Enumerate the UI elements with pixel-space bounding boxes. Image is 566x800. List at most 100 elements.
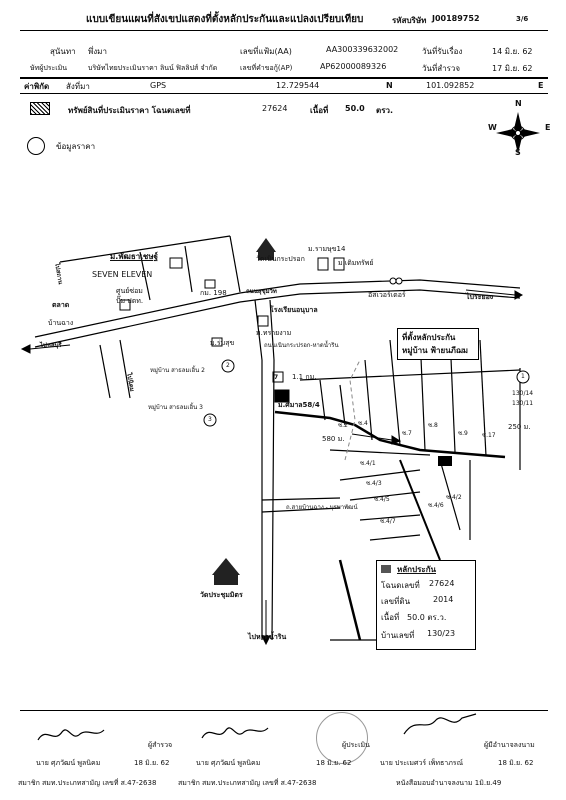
label-service-center: ศูนย์ซ่อม bbox=[116, 287, 143, 295]
collateral-legend: หลักประกัน โฉนดเลขที่ 27624 เลขที่ดิน 20… bbox=[376, 560, 476, 650]
label-to-rayong: ไประยอง bbox=[466, 293, 494, 301]
label-soi4-7: ซ.4/7 bbox=[380, 518, 396, 525]
deed-number: 27624 bbox=[262, 104, 288, 113]
e-label: E bbox=[538, 81, 544, 90]
longitude: 101.092852 bbox=[426, 81, 475, 90]
label-school: โรงเรียนอนุบาล bbox=[270, 306, 318, 314]
surveyor-name: นาย ศุภวัฒน์ พูลนิคม bbox=[36, 759, 101, 767]
coords-owner: สังที่มา bbox=[66, 82, 90, 91]
marker-1: 1 bbox=[521, 373, 525, 380]
area-unit: ตรว. bbox=[376, 106, 394, 115]
approver-name: นาย ประเมศวร์ เพ็ทธาภรณ์ bbox=[380, 759, 464, 767]
label-market-town: บ้านฉาง bbox=[48, 319, 74, 327]
label-soi4-6: ซ.4/6 bbox=[428, 502, 444, 509]
legend-swatch bbox=[381, 565, 391, 573]
compass-rose-icon bbox=[496, 112, 540, 154]
label-soi2: ซ.2 bbox=[338, 422, 348, 429]
marker-7: 7 bbox=[274, 374, 279, 381]
legend-area-label: เนื้อที่ bbox=[381, 613, 400, 622]
gps-label: GPS bbox=[150, 81, 167, 90]
marker-3: 3 bbox=[208, 416, 212, 423]
compass-n: N bbox=[515, 99, 522, 108]
compass-e: E bbox=[545, 123, 551, 132]
label-soi4-2: ซ.4/2 bbox=[446, 494, 462, 501]
legend-land-no: 2014 bbox=[433, 595, 454, 604]
label-sukhumvit: ถนนสุขุมวิท bbox=[246, 288, 277, 295]
survey-date: 17 มิ.ย. 62 bbox=[492, 64, 533, 73]
surveyor-date: 18 มิ.ย. 62 bbox=[134, 759, 170, 767]
approver-signature bbox=[403, 713, 477, 735]
surveyor-signature bbox=[37, 729, 105, 741]
appraiser-member: สมาชิก สมท.ประเภทสามัญ เลขที่ ส.47-2638 bbox=[178, 779, 317, 787]
approver-role: ผู้มีอำนาจลงนาม bbox=[484, 741, 535, 749]
label-temple: วัดเนินกระปรอก bbox=[256, 255, 305, 263]
label-soi4-1: ซ.4/1 bbox=[360, 460, 376, 467]
hatched-swatch bbox=[30, 102, 50, 115]
label-to-beach: ไปหาดน้ำริน bbox=[248, 633, 287, 641]
coords-label: ค่าพิกัด bbox=[24, 82, 50, 91]
label-sakolmoen2: หมู่บ้าน สาธลมเอิ้น 2 bbox=[150, 367, 205, 374]
label-road-name: ถนนเนินกระปรอก-หาดน้ำริน bbox=[264, 342, 339, 349]
property-label: ทรัพย์สินที่ประเมินราคา โฉนดเลขที่ bbox=[68, 106, 191, 115]
legend-title: หลักประกัน bbox=[397, 565, 437, 574]
label-soi7: ซ.7 bbox=[402, 430, 412, 437]
label-dist-250: 250 ม. bbox=[508, 423, 531, 431]
appraiser-role: ผู้ประเมิน bbox=[342, 741, 370, 749]
client-name: พึ่งมา bbox=[88, 47, 107, 56]
label-village-sai: ม.ทรายงาม bbox=[256, 329, 292, 337]
label-mark-130-14: 130/14 bbox=[512, 390, 534, 397]
label-village58: ม.ศิมาล58/4 bbox=[278, 401, 320, 409]
area-label: เนื้อที่ bbox=[310, 106, 329, 115]
file-no-label: เลขที่แฟ้ม(AA) bbox=[240, 47, 292, 56]
price-data-circle bbox=[27, 137, 45, 155]
target-location-box: ที่ตั้งหลักประกัน หมู่บ้าน ฟ้ายนภีฌม bbox=[397, 328, 479, 360]
label-road-bottom: ถ.สายบ้านฉาง - บุรพาพัฒน์ bbox=[286, 504, 358, 511]
label-soi8: ซ.8 bbox=[428, 422, 438, 429]
legend-house-label: บ้านเลขที่ bbox=[381, 631, 415, 640]
target-label: ที่ตั้งหลักประกัน bbox=[402, 333, 456, 342]
label-phutthachat: ม.พัฒธาเชษฐ์ bbox=[110, 252, 159, 261]
label-village14: ม.รามษุข14 bbox=[308, 245, 346, 253]
legend-deed-label: โฉนดเลขที่ bbox=[381, 581, 420, 590]
n-label: N bbox=[386, 81, 393, 90]
main-road-line bbox=[34, 289, 521, 348]
surveyor-role: ผู้สำรวจ bbox=[148, 741, 173, 749]
appraiser-label: ษัทผู้ประเมิน bbox=[30, 64, 68, 72]
area-value: 50.0 bbox=[345, 104, 365, 113]
authority-note: หนังสือมอบอำนาจลงนาม 1มิ.ย.49 bbox=[396, 779, 502, 787]
appraiser-company: บริษัทไทยประเมินราคา ลินน์ ฟิลลิปส์ จำกั… bbox=[88, 64, 218, 72]
legend-area: 50.0 ตร.ว. bbox=[407, 613, 447, 622]
received-date: 14 มิ.ย. 62 bbox=[492, 47, 533, 56]
request-no-label: เลขที่คำขอกู้(AP) bbox=[240, 64, 293, 72]
label-soi9: ซ.9 bbox=[458, 430, 468, 437]
request-no: AP62000089326 bbox=[320, 62, 387, 71]
label-dist-580: 580 ม. bbox=[322, 435, 345, 443]
surveyor-member: สมาชิก สมท.ประเภทสามัญ เลขที่ ส.47-2638 bbox=[18, 779, 157, 787]
label-soi4-5: ซ.4/5 bbox=[374, 496, 390, 503]
compass-w: W bbox=[488, 123, 497, 132]
file-no: AA300339632002 bbox=[326, 45, 399, 54]
appraiser-date: 18 มิ.ย. 62 bbox=[316, 759, 352, 767]
client-label: สุนันทา bbox=[50, 47, 76, 56]
legend-land-no-label: เลขที่ดิน bbox=[381, 597, 411, 606]
label-village-rom: ม.ร่มสุข bbox=[210, 339, 235, 347]
compass-s: S bbox=[515, 148, 521, 157]
survey-label: วันที่สำรวจ bbox=[422, 64, 461, 73]
label-market: ตลาด bbox=[52, 301, 70, 309]
approver-date: 18 มิ.ย. 62 bbox=[498, 759, 534, 767]
appraiser-name: นาย ศุภวัฒน์ พูลนิคม bbox=[196, 759, 261, 767]
label-seven-eleven: SEVEN ELEVEN bbox=[92, 270, 153, 279]
company-code-label: รหัสบริษัท bbox=[392, 16, 427, 25]
appraiser-signature bbox=[201, 727, 269, 739]
legend-deed: 27624 bbox=[429, 579, 455, 588]
document-title: แบบเขียนแผนที่สังเขปแสดงที่ตั้งหลักประกั… bbox=[86, 14, 364, 25]
label-dist-1km: 1.1 กม. bbox=[292, 373, 317, 381]
label-soi4: ซ.4 bbox=[358, 420, 368, 427]
received-label: วันที่รับเรื่อง bbox=[422, 47, 463, 56]
label-km198: กม. 198 bbox=[200, 289, 227, 297]
page-number: 3/6 bbox=[516, 15, 529, 23]
company-code: J00189752 bbox=[432, 14, 480, 23]
label-sakolmoen3: หมู่บ้าน สาธลมเอิ้น 3 bbox=[148, 404, 203, 411]
label-gas-station: ปั๊ม ปตท. bbox=[116, 297, 144, 305]
label-to-chonburi: ไปชลบุรี bbox=[40, 342, 62, 349]
